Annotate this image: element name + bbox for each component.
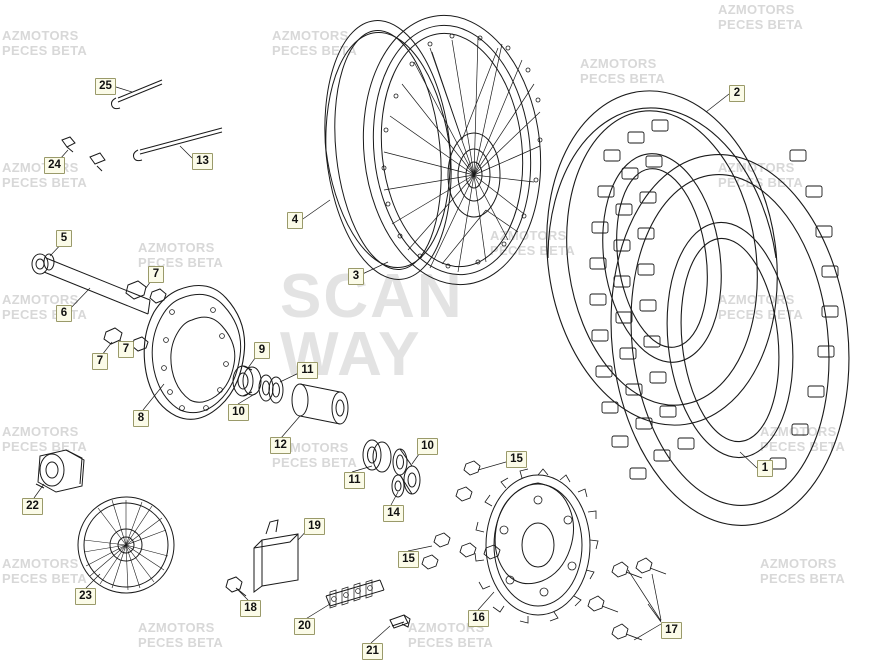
callout-1[interactable]: 1 xyxy=(757,460,773,477)
part-chain-20 xyxy=(325,579,385,609)
callout-21[interactable]: 21 xyxy=(362,643,383,660)
callout-11a[interactable]: 11 xyxy=(297,362,318,379)
part-spoked-wheel-large xyxy=(324,14,543,286)
callout-13[interactable]: 13 xyxy=(192,153,213,170)
callout-5[interactable]: 5 xyxy=(56,230,72,247)
callout-25[interactable]: 25 xyxy=(95,78,116,95)
part-washer-14 xyxy=(391,474,405,498)
callout-7a[interactable]: 7 xyxy=(148,266,164,283)
callout-17[interactable]: 17 xyxy=(661,622,682,639)
part-washer-10a xyxy=(258,374,284,404)
callout-22[interactable]: 22 xyxy=(22,498,43,515)
callout-14[interactable]: 14 xyxy=(383,505,404,522)
part-hub-22 xyxy=(35,449,85,493)
callout-7c[interactable]: 7 xyxy=(92,353,108,370)
callout-16[interactable]: 16 xyxy=(468,610,489,627)
callout-19[interactable]: 19 xyxy=(304,518,325,535)
callout-18[interactable]: 18 xyxy=(240,600,261,617)
callout-9[interactable]: 9 xyxy=(254,342,270,359)
part-spoked-wheel-small xyxy=(77,496,175,594)
callout-12[interactable]: 12 xyxy=(270,437,291,454)
callout-10b[interactable]: 10 xyxy=(417,438,438,455)
part-rear-tire xyxy=(610,154,850,526)
callout-4[interactable]: 4 xyxy=(287,212,303,229)
part-bolt-18 xyxy=(225,576,247,597)
callout-2[interactable]: 2 xyxy=(729,85,745,102)
callout-24[interactable]: 24 xyxy=(44,157,65,174)
part-spacer-12 xyxy=(291,383,349,425)
callout-11b[interactable]: 11 xyxy=(344,472,365,489)
part-bearing-9 xyxy=(232,365,262,397)
callout-23[interactable]: 23 xyxy=(75,588,96,605)
part-washer-10b xyxy=(392,448,421,495)
part-brake-pad-19 xyxy=(253,519,299,593)
part-spoke-25 xyxy=(111,79,163,110)
tire-tread-knobs xyxy=(589,119,839,480)
callout-15b[interactable]: 15 xyxy=(398,551,419,568)
callout-20[interactable]: 20 xyxy=(294,618,315,635)
callout-8[interactable]: 8 xyxy=(133,410,149,427)
part-nipple-small xyxy=(89,152,106,172)
part-nuts-7 xyxy=(103,280,167,352)
callout-10a[interactable]: 10 xyxy=(228,404,249,421)
part-spoke-13 xyxy=(133,127,223,162)
part-front-tire xyxy=(546,90,778,426)
part-bearing-11b xyxy=(362,439,392,473)
part-brake-disc xyxy=(143,284,246,420)
part-chain-clip-21 xyxy=(389,614,411,629)
callout-15a[interactable]: 15 xyxy=(506,451,527,468)
part-sprocket-16 xyxy=(474,468,599,624)
part-axle-shaft xyxy=(31,253,151,315)
part-nuts-15 xyxy=(421,460,501,570)
callout-6[interactable]: 6 xyxy=(56,305,72,322)
callout-7b[interactable]: 7 xyxy=(118,341,134,358)
callout-3[interactable]: 3 xyxy=(348,268,364,285)
part-bolts-17 xyxy=(587,557,667,641)
part-nipple-24 xyxy=(61,136,76,153)
